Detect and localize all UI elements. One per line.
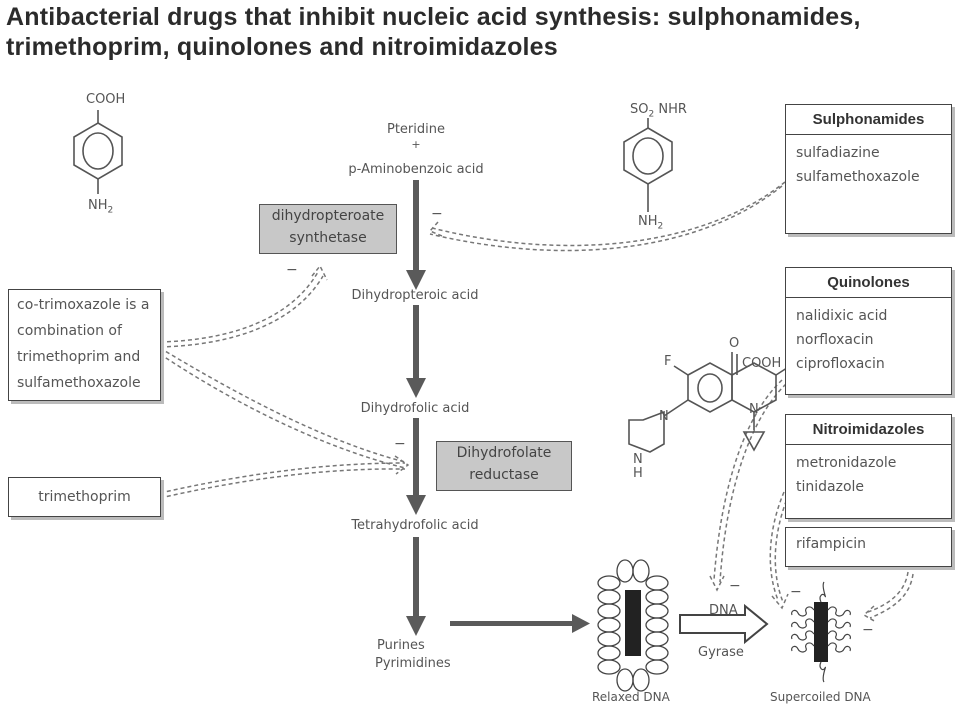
quin-f-label: F — [664, 354, 672, 369]
enzyme-dhps-line2: synthetase — [289, 230, 367, 246]
minus-sign-sulpha: − — [431, 206, 443, 222]
relaxed-dna-label: Relaxed DNA — [592, 690, 670, 704]
drug-norfloxacin: norfloxacin — [796, 332, 874, 348]
gyrase-label-dna: DNA — [709, 603, 738, 618]
title-line-1: Antibacterial drugs that inhibit nucleic… — [6, 3, 861, 31]
drug-nalidixic-acid: nalidixic acid — [796, 308, 888, 324]
rif-inhibit-head — [862, 605, 877, 623]
trimethoprim-label: trimethoprim — [38, 489, 131, 505]
sulpha-inhibit-b — [429, 185, 783, 252]
quinolone-structure — [628, 352, 791, 453]
arrow-shaft-4 — [413, 537, 419, 619]
rif-inhibit-a — [867, 571, 909, 613]
tmp-inhibit-b — [159, 468, 406, 499]
sulphonamides-box: Sulphonamides sulfadiazine sulfamethoxaz… — [785, 104, 952, 234]
nitro-inhibit-a — [769, 491, 785, 601]
arrow-head-5 — [572, 614, 590, 633]
cotrimoxazole-line2: combination of — [17, 323, 122, 339]
quin-inhibit-head — [709, 575, 725, 592]
minus-sign-rif: − — [862, 622, 874, 638]
arrow-head-2 — [406, 378, 426, 398]
cotri-inhibit-2-head — [394, 455, 410, 475]
arrow-head-1 — [406, 270, 426, 290]
cotrimoxazole-note: co-trimoxazole is a combination of trime… — [8, 289, 161, 401]
minus-sign-gyrase: − — [729, 578, 741, 594]
gyrase-arrow — [679, 603, 769, 645]
pathway-pyrimidines: Pyrimidines — [375, 656, 451, 671]
nitro-inhibit-head — [771, 593, 789, 610]
drug-sulfadiazine: sulfadiazine — [796, 145, 880, 161]
quin-nh-label: N — [633, 452, 643, 467]
relaxed-dna — [597, 559, 669, 692]
pathway-pteridine: Pteridine — [387, 122, 445, 137]
cotri-inhibit-1a — [159, 271, 319, 343]
quinolones-box: Quinolones nalidixic acid norfloxacin ci… — [785, 267, 952, 395]
quin-cooh-label: COOH — [742, 356, 782, 371]
sulfa-nh2-label: NH2 — [638, 214, 664, 232]
enzyme-dhfr-line1: Dihydrofolate — [456, 445, 552, 461]
cotri-inhibit-2a — [159, 347, 406, 463]
title-line-2: trimethoprim, quinolones and nitroimidaz… — [6, 33, 558, 61]
quin-inhibit-b — [719, 383, 787, 583]
minus-sign-dhfr: − — [394, 436, 406, 452]
inhibition-arrows — [159, 181, 914, 623]
enzyme-dhfr-line2: reductase — [469, 467, 539, 483]
sulphonamides-header: Sulphonamides — [786, 105, 951, 135]
quin-o-label: O — [729, 336, 740, 351]
enzyme-dhps: dihydropteroate synthetase — [259, 204, 397, 254]
paba-cooh-label: COOH — [86, 92, 126, 107]
arrow-shaft-2 — [413, 305, 419, 380]
arrow-shaft-1 — [413, 180, 419, 275]
supercoiled-dna-label: Supercoiled DNA — [770, 690, 871, 704]
trimethoprim-note: trimethoprim — [8, 477, 161, 517]
cotri-inhibit-2b — [159, 353, 406, 469]
drug-sulfamethoxazole: sulfamethoxazole — [796, 169, 920, 185]
pathway-tetrahydrofolic: Tetrahydrofolic acid — [351, 518, 479, 533]
sulpha-inhibit-a — [431, 181, 786, 247]
nitro-inhibit-b — [774, 493, 790, 603]
cotri-inhibit-1b — [159, 275, 324, 348]
enzyme-dhps-line1: dihydropteroate — [271, 208, 385, 224]
cotrimoxazole-line4: sulfamethoxazole — [17, 375, 141, 391]
pathway-dihydrofolic: Dihydrofolic acid — [360, 401, 470, 416]
enzyme-dhfr: Dihydrofolate reductase — [436, 441, 572, 491]
cotrimoxazole-line1: co-trimoxazole is a — [17, 297, 150, 313]
gyrase-label-gyrase: Gyrase — [698, 645, 744, 660]
quin-h-label: H — [633, 466, 643, 481]
pathway-purines: Purines — [377, 638, 425, 653]
sulfa-so2nhr-label: SO2 NHR — [630, 102, 687, 120]
pathway-plus: + — [411, 138, 421, 151]
arrow-shaft-3 — [413, 418, 419, 498]
drug-rifampicin: rifampicin — [796, 536, 867, 552]
quin-n1-label: N — [749, 402, 759, 417]
rifampicin-box: rifampicin — [785, 527, 952, 567]
minus-sign-nitro: − — [790, 584, 802, 600]
nitroimidazoles-header: Nitroimidazoles — [786, 415, 951, 445]
quinolones-header: Quinolones — [786, 268, 951, 298]
minus-sign-dhps: − — [286, 262, 298, 278]
page-title: Antibacterial drugs that inhibit nucleic… — [6, 2, 956, 62]
paba-structure — [73, 110, 123, 194]
tmp-inhibit-a — [159, 462, 406, 494]
drug-ciprofloxacin: ciprofloxacin — [796, 356, 885, 372]
pathway-paba: p-Aminobenzoic acid — [348, 162, 484, 177]
quin-n2-label: N — [659, 409, 669, 424]
arrow-head-3 — [406, 495, 426, 515]
drug-metronidazole: metronidazole — [796, 455, 897, 471]
cotrimoxazole-line3: trimethoprim and — [17, 349, 141, 365]
cotri-inhibit-1-head — [311, 264, 328, 281]
sulfonamide-structure — [623, 118, 673, 212]
arrow-head-4 — [406, 616, 426, 636]
pathway-dihydropteroic: Dihydropteroic acid — [351, 288, 479, 303]
nitroimidazoles-box: Nitroimidazoles metronidazole tinidazole — [785, 414, 952, 519]
pathway-arrows — [406, 180, 590, 636]
paba-nh2-label: NH2 — [88, 198, 114, 216]
rif-inhibit-b — [869, 573, 914, 619]
arrow-shaft-5 — [450, 621, 575, 626]
drug-tinidazole: tinidazole — [796, 479, 865, 495]
quin-inhibit-a — [713, 379, 783, 581]
supercoiled-dna — [791, 581, 851, 683]
